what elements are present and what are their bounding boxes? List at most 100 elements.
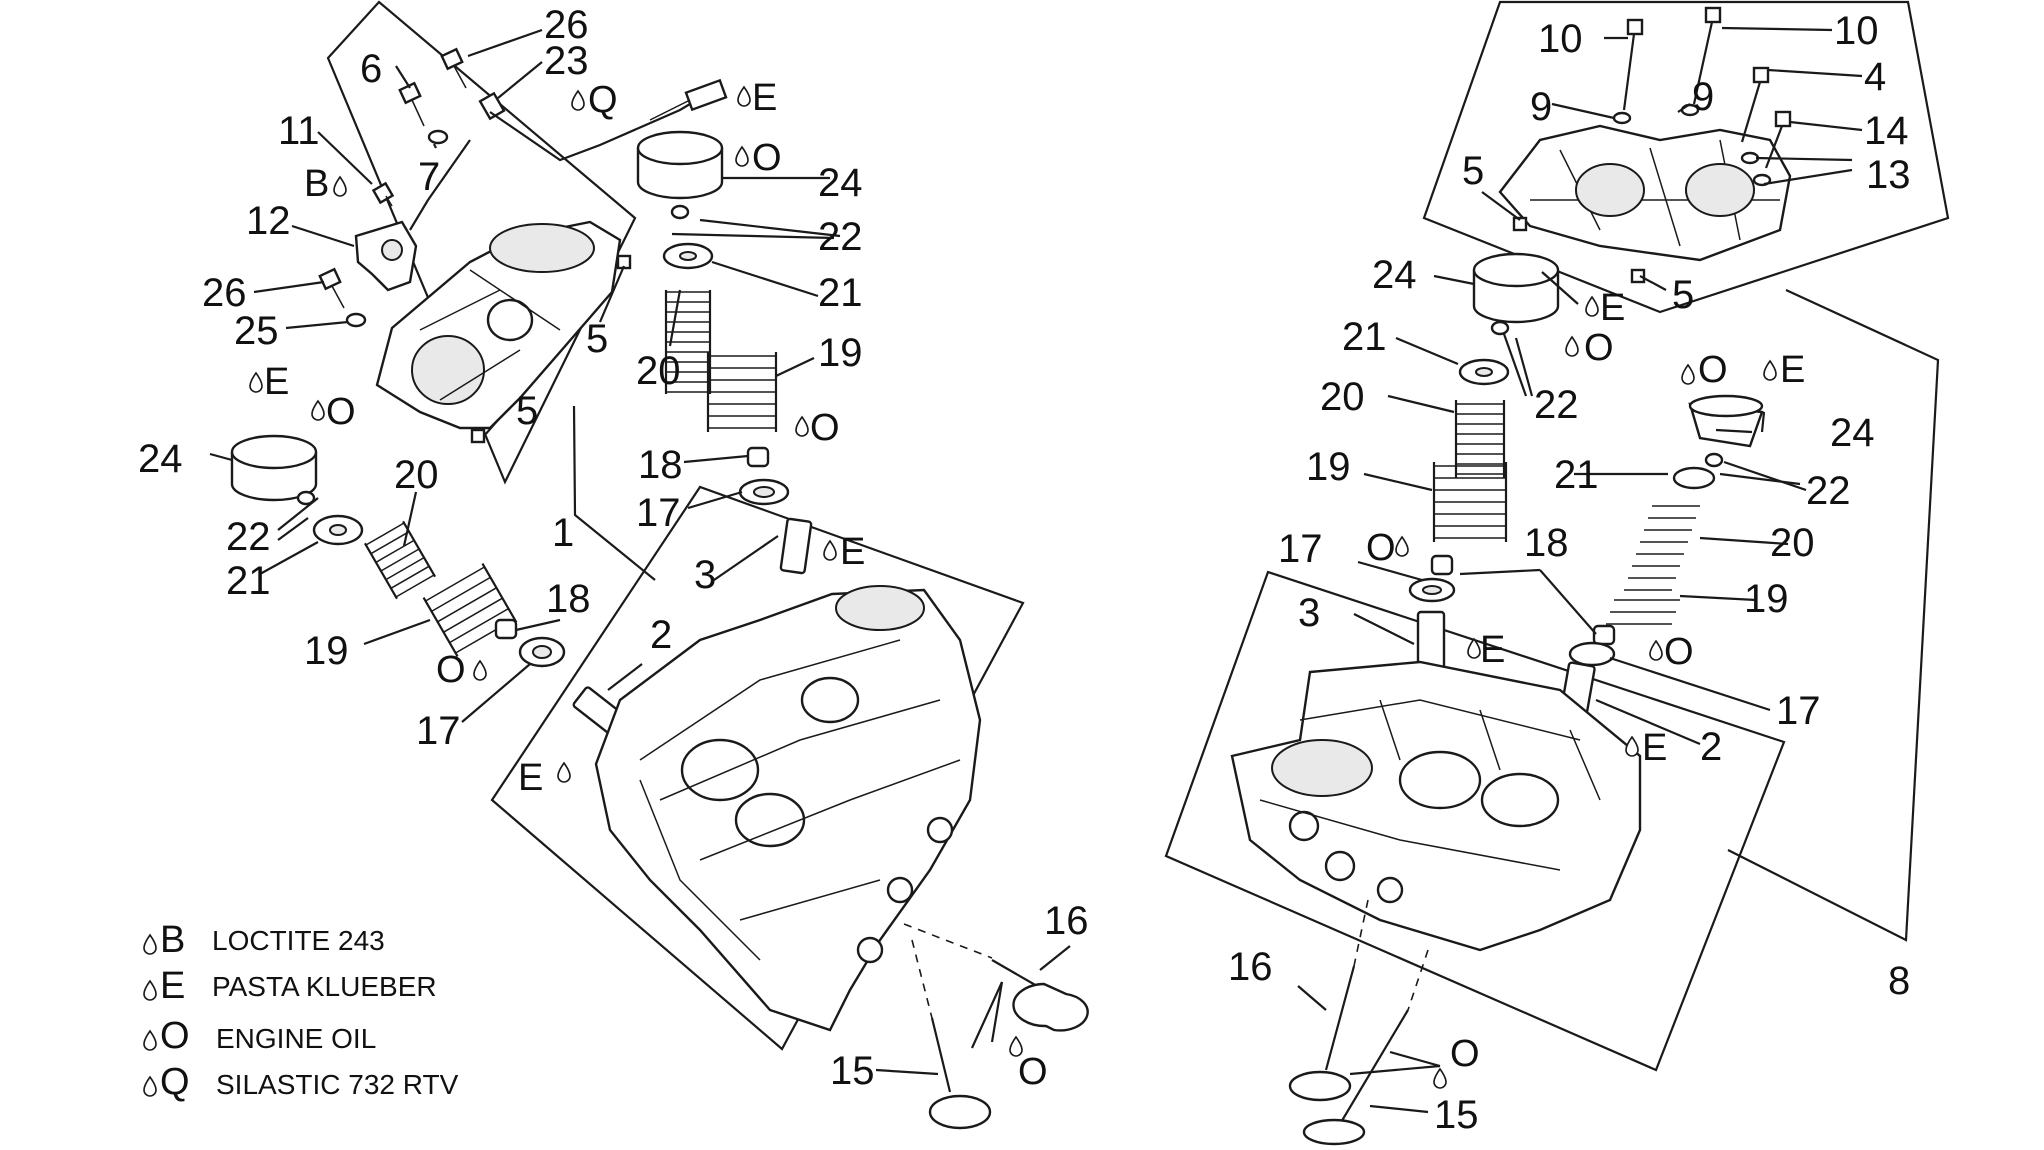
legend-row-B: B LOCTITE 243 [143,919,385,961]
marker-E-left: E [249,361,289,403]
valve-axis-16-left [903,923,993,959]
keeper-22-left [296,490,316,506]
lubricant-markers: Q E O B E O O E O E O E O O E O E O E O [249,77,1805,1093]
marker-O-left-lower: O [436,649,487,691]
bolt-6 [398,81,425,127]
fitting-23 [478,91,506,121]
sensor-connector [649,78,728,121]
valve-guide-3-left [779,517,813,575]
label-17a: 17 [636,491,681,535]
label-17d: 17 [1776,689,1821,733]
label-17b: 17 [416,709,461,753]
label-22b: 22 [226,515,271,559]
legend-row-O: O ENGINE OIL [143,1015,376,1057]
front-cylinder-head [594,585,982,1032]
marker-E-top: E [737,77,777,119]
label-5c: 5 [1462,149,1484,193]
marker-O-left-valves: O [1009,1036,1048,1093]
label-15a: 15 [830,1049,875,1093]
bucket-tappet-24-rear-right [1688,394,1764,448]
valve-15-rear [1302,1009,1409,1146]
label-8: 8 [1888,959,1910,1003]
svg-text:B: B [160,919,185,961]
sensor-bracket [354,220,418,292]
label-2r: 2 [1700,725,1722,769]
label-3: 3 [694,553,716,597]
marker-O-rear: O [1565,327,1614,369]
label-3r: 3 [1298,591,1320,635]
label-20a: 20 [636,349,681,393]
bolt-26-lower [318,267,345,309]
svg-text:ENGINE OIL: ENGINE OIL [216,1023,376,1054]
svg-text:E: E [264,361,289,403]
svg-text:E: E [752,77,777,119]
valve-axis-15-rear [1407,949,1429,1011]
dowel-5d [1630,268,1646,284]
marker-E-rear-guide-right: E [1625,727,1667,769]
lubricant-legend: B LOCTITE 243 E PASTA KLUEBER O ENGINE O… [143,919,459,1103]
leader-lines [209,26,1863,1114]
outer-spring-19-rear [1432,462,1508,542]
marker-E-rear: E [1585,287,1625,329]
svg-text:Q: Q [588,79,618,121]
label-14: 14 [1864,109,1909,153]
svg-text:O: O [752,137,782,179]
bolt-11 [371,181,395,207]
marker-E-left-lower: E [518,757,571,799]
bucket-tappet-24-center [636,130,724,200]
svg-text:E: E [160,965,185,1007]
rear-cam-support [1498,124,1792,262]
svg-text:E: E [1780,349,1805,391]
valve-seal-18-rear-right [1592,624,1616,646]
valve-seal-18-rear [1430,554,1454,576]
valve-16-rear [1288,965,1356,1102]
label-24b: 24 [138,437,183,481]
label-19c: 19 [1306,445,1351,489]
washer-9a [1612,111,1632,125]
valve-15-left [928,1017,992,1130]
svg-text:E: E [1480,629,1505,671]
label-5a: 5 [586,317,608,361]
valve-16-left [991,959,1089,1032]
outer-spring-19-left [422,563,518,657]
valve-seal-18-center [746,446,770,468]
svg-text:B: B [304,163,329,205]
svg-text:LOCTITE 243: LOCTITE 243 [212,925,385,956]
svg-text:O: O [810,407,840,449]
inner-spring-20-center [664,290,712,394]
label-19a: 19 [818,331,863,375]
bolt-4 [1740,66,1770,143]
cam-support [375,220,622,430]
rear-cylinder-head [1230,660,1642,952]
label-10b: 10 [1834,9,1879,53]
label-16a: 16 [1044,899,1089,943]
label-21b: 21 [226,559,271,603]
label-9a: 9 [1530,85,1552,129]
svg-text:O: O [1698,349,1728,391]
label-13: 13 [1866,153,1911,197]
label-6: 6 [360,47,382,91]
marker-O-rear-right: O [1681,349,1728,391]
label-26a: 26 [544,3,589,47]
oil-pipe [489,97,701,162]
svg-text:E: E [840,531,865,573]
label-1: 1 [552,511,574,555]
bolt-26-top [440,47,467,89]
label-24a: 24 [818,161,863,205]
washer-25 [345,312,367,328]
keeper-22-rear-right [1704,452,1724,468]
bucket-tappet-24-left [230,434,318,502]
spring-seat-17-rear-right [1568,641,1616,667]
label-7: 7 [418,155,440,199]
dowel-5c [1512,216,1528,232]
marker-O-rear-valves: O [1433,1033,1480,1089]
front-head-frame [490,485,1025,1051]
svg-text:O: O [326,391,356,433]
marker-O-left: O [311,391,356,433]
rear-frame-link [1727,289,1940,942]
marker-E-rear-guide: E [1467,629,1505,671]
frame-link-line [572,405,656,581]
rear-cam-support-frame [1422,0,1950,314]
label-5b: 5 [516,389,538,433]
outer-spring-19-rear-right [1606,599,1680,625]
